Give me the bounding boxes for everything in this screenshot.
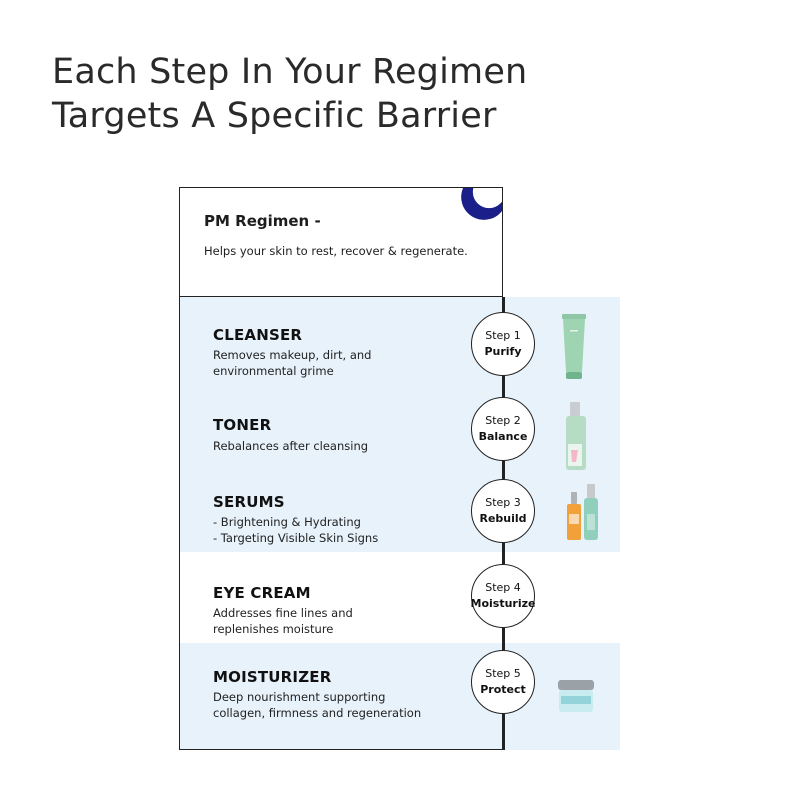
step-4-description: Addresses fine lines and replenishes moi… (213, 606, 353, 636)
step-3-badge: Step 3 Rebuild (471, 479, 535, 543)
step-1-number: Step 1 (485, 329, 521, 342)
page-headline: Each Step In Your Regimen Targets A Spec… (52, 50, 772, 138)
step-1-title: CLEANSER (213, 326, 303, 344)
step-2-title: TONER (213, 416, 272, 434)
cleanser-tube-icon (562, 314, 586, 379)
band-step-5 (179, 643, 620, 750)
step-5-word: Protect (480, 683, 526, 696)
step-2-description: Rebalances after cleansing (213, 439, 369, 453)
step-4-title: EYE CREAM (213, 584, 311, 602)
step-3-number: Step 3 (485, 496, 521, 509)
step-5-badge: Step 5 Protect (471, 650, 535, 714)
step-5-description: Deep nourishment supporting collagen, fi… (213, 690, 422, 720)
connector-line (503, 297, 505, 312)
step-4-word: Moisturize (470, 597, 536, 610)
toner-bottle-icon (566, 402, 586, 470)
step-5-number: Step 5 (485, 667, 521, 680)
band-steps-1-3 (179, 297, 620, 552)
card-title: PM Regimen - (204, 212, 321, 230)
moisturizer-jar-icon (558, 680, 594, 712)
step-1-description: Removes makeup, dirt, and environmental … (213, 348, 372, 378)
step-3-description: - Brightening & Hydrating - Targeting Vi… (213, 515, 379, 545)
headline-line-2: Targets A Specific Barrier (52, 96, 497, 136)
connector-line (503, 376, 505, 397)
card-subtitle: Helps your skin to rest, recover & regen… (204, 244, 468, 258)
connector-line (503, 543, 505, 564)
connector-line (503, 628, 505, 650)
connector-line (503, 461, 505, 479)
step-2-badge: Step 2 Balance (471, 397, 535, 461)
headline-line-1: Each Step In Your Regimen (52, 52, 528, 92)
serum-bottles-icon (567, 484, 598, 540)
step-4-badge: Step 4 Moisturize (471, 564, 535, 628)
step-4-number: Step 4 (485, 581, 521, 594)
connector-line (503, 714, 505, 750)
step-2-number: Step 2 (485, 414, 521, 427)
step-3-word: Rebuild (479, 512, 527, 525)
step-1-word: Purify (484, 345, 522, 358)
regimen-card-header: PM Regimen - Helps your skin to rest, re… (179, 187, 503, 297)
step-5-title: MOISTURIZER (213, 668, 332, 686)
moon-icon (461, 188, 502, 220)
step-3-title: SERUMS (213, 493, 285, 511)
step-1-badge: Step 1 Purify (471, 312, 535, 376)
step-2-word: Balance (478, 430, 528, 443)
